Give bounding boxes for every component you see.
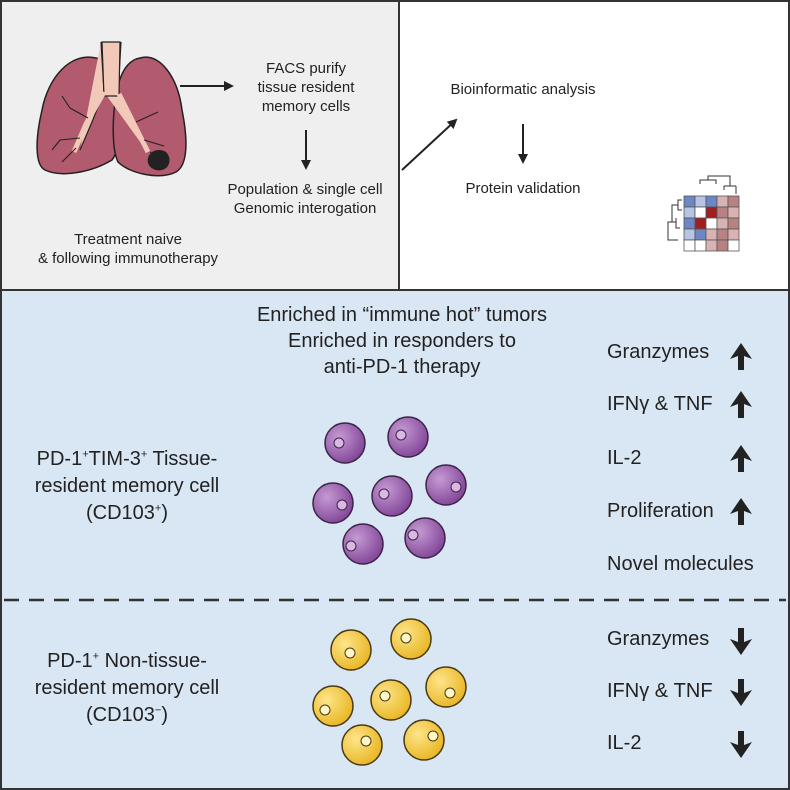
- down-arrow-icon: [730, 679, 752, 706]
- non-trm-feature-granzymes: Granzymes: [607, 628, 710, 650]
- non-trm-feature-il2: IL-2: [607, 732, 642, 754]
- trm-cell-label: PD-1+TIM-3+ Tissue- resident memory cell…: [34, 448, 220, 524]
- purple-cell: [342, 523, 384, 565]
- down-arrow-icon: [730, 628, 752, 655]
- yellow-cell: [370, 679, 412, 721]
- up-arrow-icon: [730, 498, 752, 525]
- up-arrow-icon: [730, 445, 752, 472]
- trm-feature-proliferation: Proliferation: [607, 500, 714, 522]
- summary-text: Enriched in “immune hot” tumors Enriched…: [256, 304, 548, 378]
- purple-cell: [312, 482, 354, 524]
- purple-cell: [425, 464, 467, 506]
- non-trm-cell-cluster: [312, 618, 467, 766]
- up-arrow-icon: [730, 343, 752, 370]
- purple-cell: [324, 422, 366, 464]
- purple-cell: [387, 416, 429, 458]
- bioinformatic-step-label: Bioinformatic analysis: [450, 81, 596, 98]
- yellow-cell: [312, 685, 354, 727]
- treatment-label: Treatment naive & following immunotherap…: [37, 231, 219, 267]
- purple-cell: [371, 475, 413, 517]
- yellow-cell: [330, 629, 372, 671]
- yellow-cell: [390, 618, 432, 660]
- purple-cell: [404, 517, 446, 559]
- non-trm-feature-ifng-tnf: IFNγ & TNF: [607, 680, 713, 702]
- up-arrow-icon: [730, 391, 752, 418]
- heatmap-icon: [667, 175, 740, 252]
- results-panel: [0, 289, 790, 790]
- non-trm-cell-label: PD-1+ Non-tissue- resident memory cell (…: [34, 650, 220, 726]
- lungs-icon: [36, 41, 187, 177]
- trm-feature-granzymes: Granzymes: [607, 341, 710, 363]
- facs-step-label: FACS purify tissue resident memory cells: [257, 60, 355, 115]
- arrow-genomic-to-bioinformatics: [401, 118, 458, 171]
- trm-feature-novel-molecules: Novel molecules: [607, 553, 754, 575]
- trm-feature-ifng-tnf: IFNγ & TNF: [607, 393, 713, 415]
- genomic-step-label: Population & single cell Genomic interog…: [227, 181, 383, 217]
- yellow-cell: [403, 719, 445, 761]
- trm-feature-il2: IL-2: [607, 447, 642, 469]
- yellow-cell: [341, 724, 383, 766]
- protein-step-label: Protein validation: [465, 180, 581, 197]
- yellow-cell: [425, 666, 467, 708]
- down-arrow-icon: [730, 731, 752, 758]
- trm-cell-cluster: [312, 416, 467, 565]
